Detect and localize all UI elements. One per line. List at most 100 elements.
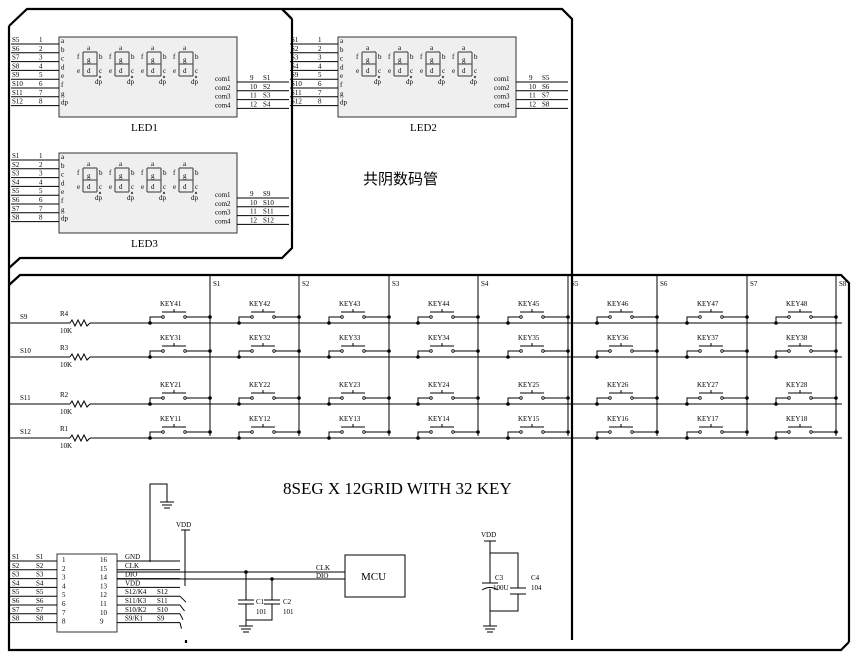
digit-seg-letter-f: f xyxy=(77,169,80,177)
c3-ref: C3 xyxy=(495,574,504,582)
key-lead-left xyxy=(417,350,430,357)
digit-seg-letter-e: e xyxy=(388,67,391,75)
key-lead-left xyxy=(775,350,788,357)
digit-seg-letter-b: b xyxy=(99,169,103,177)
digit-seg-letter-g: g xyxy=(151,172,155,180)
digit-seg-letter-c: c xyxy=(474,67,477,75)
seg-name: e xyxy=(61,72,64,80)
seg-pin-number: 3 xyxy=(39,54,43,62)
key-lead-left xyxy=(417,397,430,404)
key-lead-left xyxy=(775,397,788,404)
column-net-label: S2 xyxy=(302,280,310,288)
digit-seg-letter-a: a xyxy=(183,160,187,168)
digit-seg-letter-f: f xyxy=(77,53,80,61)
digit-dp-dot xyxy=(130,75,134,79)
digit-seg-letter-g: g xyxy=(183,56,187,64)
ic-left-inner-net: S1 xyxy=(36,553,44,561)
seg-pin-number: 5 xyxy=(318,71,322,79)
digit-seg-letter-a: a xyxy=(398,44,402,52)
key-label: KEY15 xyxy=(518,415,540,423)
ic-bus-entry xyxy=(179,595,187,603)
digit-seg-letter-e: e xyxy=(77,183,80,191)
resistor-value: 10K xyxy=(60,361,72,369)
key-actuator xyxy=(341,424,365,428)
seg-pin-number: 3 xyxy=(39,170,43,178)
key-contact xyxy=(630,396,634,400)
digit-seg-letter-b: b xyxy=(99,53,103,61)
digit-seg-letter-d: d xyxy=(87,183,91,191)
key-contact xyxy=(630,315,634,319)
key-contact xyxy=(809,396,813,400)
digit-seg-letter-d: d xyxy=(151,67,155,75)
key-contact xyxy=(809,430,813,434)
key-lead-left xyxy=(328,350,341,357)
seg-net-label: S3 xyxy=(291,54,299,62)
com-pin-number: 12 xyxy=(250,216,258,224)
seg-net-label: S9 xyxy=(291,71,299,79)
key-contact xyxy=(787,430,791,434)
com-name: com4 xyxy=(494,101,510,109)
key-switch: KEY14 xyxy=(416,415,480,440)
seg-name: d xyxy=(61,63,65,71)
ic-right-name: S12/K4 xyxy=(125,588,147,596)
key-label: KEY27 xyxy=(697,381,719,389)
seg-pin-number: 3 xyxy=(318,54,322,62)
com-name: com1 xyxy=(215,75,231,83)
com-name: com3 xyxy=(215,209,231,217)
ic-left-outer-net: S4 xyxy=(12,579,20,587)
key-contact xyxy=(183,315,187,319)
key-actuator xyxy=(520,390,544,394)
key-label: KEY45 xyxy=(518,300,540,308)
key-contact xyxy=(608,315,612,319)
ic-right-name: CLK xyxy=(125,562,139,570)
seg-net-label: S4 xyxy=(12,178,20,186)
key-contact xyxy=(429,349,433,353)
digit-dp-dot xyxy=(98,191,102,195)
com-pin-number: 10 xyxy=(529,83,537,91)
key-label: KEY38 xyxy=(786,334,808,342)
digit-seg-letter-c: c xyxy=(378,67,381,75)
digit-seg-letter-dp: dp xyxy=(470,78,478,86)
key-contact xyxy=(698,430,702,434)
digit-seg-letter-f: f xyxy=(420,53,423,61)
digit-seg-letter-dp: dp xyxy=(95,78,103,86)
seg-pin-number: 2 xyxy=(318,45,322,53)
key-label: KEY23 xyxy=(339,381,361,389)
digit-seg-letter-e: e xyxy=(452,67,455,75)
digit-seg-letter-c: c xyxy=(195,183,198,191)
key-label: KEY12 xyxy=(249,415,271,423)
ic-left-outer-net: S5 xyxy=(12,588,20,596)
digit-seg-letter-d: d xyxy=(366,67,370,75)
junction-dot xyxy=(655,430,659,434)
display-caption: 共阴数码管 xyxy=(363,170,438,188)
key-contact xyxy=(362,349,366,353)
key-label: KEY48 xyxy=(786,300,808,308)
key-lead-left xyxy=(417,316,430,323)
key-contact xyxy=(362,430,366,434)
key-actuator xyxy=(520,424,544,428)
ic-bus-entry xyxy=(179,622,182,629)
seg-name: c xyxy=(61,171,64,179)
junction-dot xyxy=(297,396,301,400)
key-contact xyxy=(340,349,344,353)
key-actuator xyxy=(162,309,186,313)
junction-dot xyxy=(297,430,301,434)
com-pin-number: 11 xyxy=(250,92,257,100)
seg-net-label: S6 xyxy=(12,45,20,53)
key-label: KEY24 xyxy=(428,381,450,389)
digit-dp-dot xyxy=(377,75,381,79)
digit-seg-letter-d: d xyxy=(462,67,466,75)
c2-value: 101 xyxy=(283,608,294,616)
ic-bus-entry xyxy=(179,604,185,612)
ic-left-inner-net: S6 xyxy=(36,597,44,605)
com-pin-number: 9 xyxy=(250,190,254,198)
ic-left-outer-net: S6 xyxy=(12,597,20,605)
